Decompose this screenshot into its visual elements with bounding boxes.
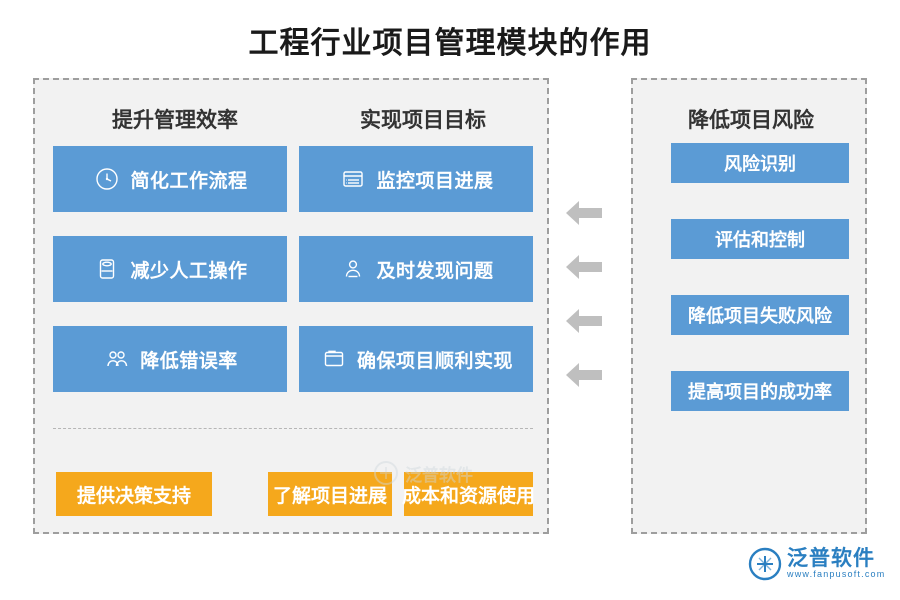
card-label: 确保项目顺利实现 bbox=[356, 350, 513, 372]
column-heading-efficiency: 提升管理效率 bbox=[112, 109, 238, 132]
card-reduce-failure-risk[interactable]: 降低项目失败风险 bbox=[671, 295, 849, 335]
card-find-issues[interactable]: 及时发现问题 bbox=[299, 236, 533, 302]
arrow-left-1 bbox=[566, 198, 602, 228]
list-card-icon bbox=[338, 164, 368, 194]
person-icon bbox=[338, 254, 368, 284]
people-icon bbox=[102, 344, 132, 374]
brand-name-cn: 泛普软件 bbox=[787, 547, 875, 571]
page-title: 工程行业项目管理模块的作用 bbox=[248, 27, 652, 60]
arrow-left-2 bbox=[566, 252, 602, 282]
card-decision-support[interactable]: 提供决策支持 bbox=[56, 472, 212, 516]
card-assess-control[interactable]: 评估和控制 bbox=[671, 219, 849, 259]
card-reduce-manual-work[interactable]: 减少人工操作 bbox=[53, 236, 287, 302]
folder-icon bbox=[319, 344, 349, 374]
card-cost-resource-usage[interactable]: 成本和资源使用 bbox=[402, 472, 535, 516]
card-label: 监控项目进展 bbox=[376, 170, 494, 192]
card-label: 及时发现问题 bbox=[376, 260, 494, 282]
card-monitor-progress[interactable]: 监控项目进展 bbox=[299, 146, 533, 212]
brand-url: www.fanpusoft.com bbox=[787, 569, 886, 580]
clock-icon bbox=[92, 164, 122, 194]
brand-mark-icon bbox=[748, 547, 782, 581]
arrow-left-4 bbox=[566, 360, 602, 390]
card-label: 降低错误率 bbox=[140, 350, 238, 372]
card-risk-identification[interactable]: 风险识别 bbox=[671, 143, 849, 183]
left-panel: 提升管理效率 实现项目目标 简化工作流程 减少人工操作 bbox=[33, 78, 549, 534]
panel-divider bbox=[53, 428, 533, 429]
right-panel: 降低项目风险 风险识别 评估和控制 降低项目失败风险 提高项目的成功率 bbox=[631, 78, 867, 534]
card-label: 简化工作流程 bbox=[130, 170, 248, 192]
card-understand-progress[interactable]: 了解项目进展 bbox=[268, 472, 392, 516]
card-ensure-delivery[interactable]: 确保项目顺利实现 bbox=[299, 326, 533, 392]
right-panel-heading: 降低项目风险 bbox=[688, 109, 814, 132]
database-icon bbox=[92, 254, 122, 284]
card-reduce-error-rate[interactable]: 降低错误率 bbox=[53, 326, 287, 392]
card-simplify-workflow[interactable]: 简化工作流程 bbox=[53, 146, 287, 212]
card-label: 减少人工操作 bbox=[130, 260, 248, 282]
card-increase-success-rate[interactable]: 提高项目的成功率 bbox=[671, 371, 849, 411]
arrow-left-3 bbox=[566, 306, 602, 336]
column-heading-goals: 实现项目目标 bbox=[360, 109, 486, 132]
brand-logo: 泛普软件 www.fanpusoft.com bbox=[748, 547, 885, 581]
